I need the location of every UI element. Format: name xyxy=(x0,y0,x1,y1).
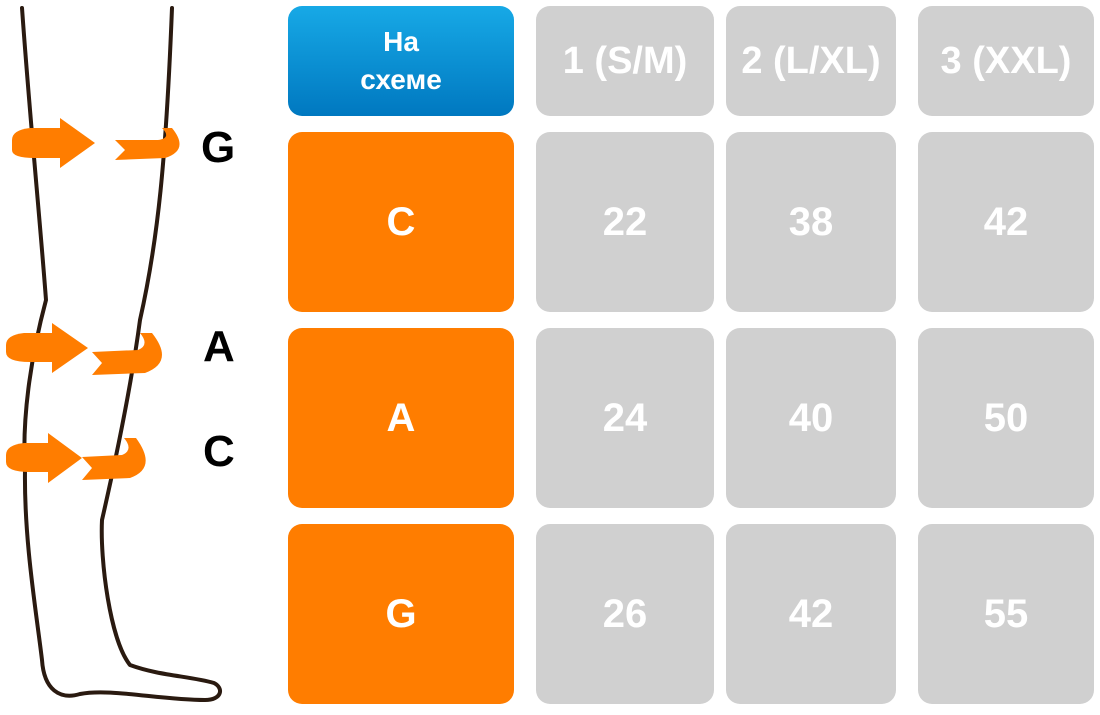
table-cell: 40 xyxy=(726,328,896,508)
measure-label-a: A xyxy=(203,322,235,371)
table-cell: 24 xyxy=(536,328,714,508)
header-size-2: 2 (L/XL) xyxy=(726,6,896,116)
arrow-c-icon xyxy=(6,433,146,483)
leg-diagram xyxy=(6,6,223,702)
arrow-a-icon xyxy=(6,323,162,375)
table-cell: 42 xyxy=(726,524,896,704)
header-size-1: 1 (S/M) xyxy=(536,6,714,116)
header-size-3: 3 (XXL) xyxy=(918,6,1094,116)
table-cell: 42 xyxy=(918,132,1094,312)
measure-label-c: C xyxy=(203,427,235,476)
table-cell: 55 xyxy=(918,524,1094,704)
header-scheme: На схеме xyxy=(288,6,514,116)
row-label-c: C xyxy=(288,132,514,312)
measure-label-g: G xyxy=(201,123,236,172)
table-cell: 26 xyxy=(536,524,714,704)
arrow-g-icon xyxy=(12,118,180,168)
table-cell: 50 xyxy=(918,328,1094,508)
row-label-g: G xyxy=(288,524,514,704)
row-label-a: A xyxy=(288,328,514,508)
table-cell: 38 xyxy=(726,132,896,312)
table-cell: 22 xyxy=(536,132,714,312)
